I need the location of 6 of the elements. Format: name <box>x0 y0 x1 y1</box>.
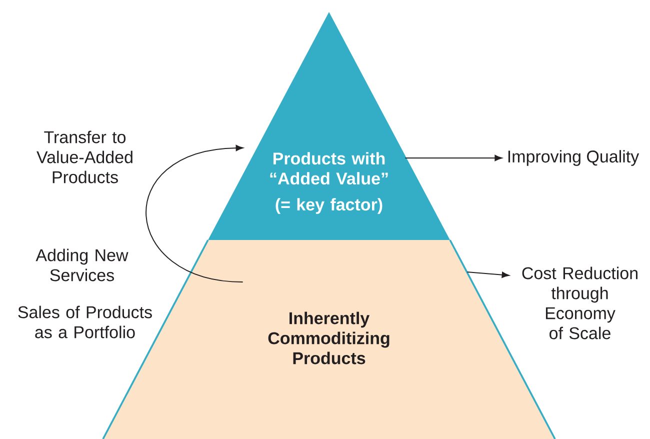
outcome-text: Improving Quality <box>508 150 640 166</box>
top-triangle-section: Products with “Added Value” (= key factor) <box>208 12 450 240</box>
arrow <box>404 154 502 162</box>
arrow <box>466 272 510 278</box>
arrow <box>146 144 244 282</box>
side-label: Transfer to Value-Added Products <box>36 130 132 184</box>
